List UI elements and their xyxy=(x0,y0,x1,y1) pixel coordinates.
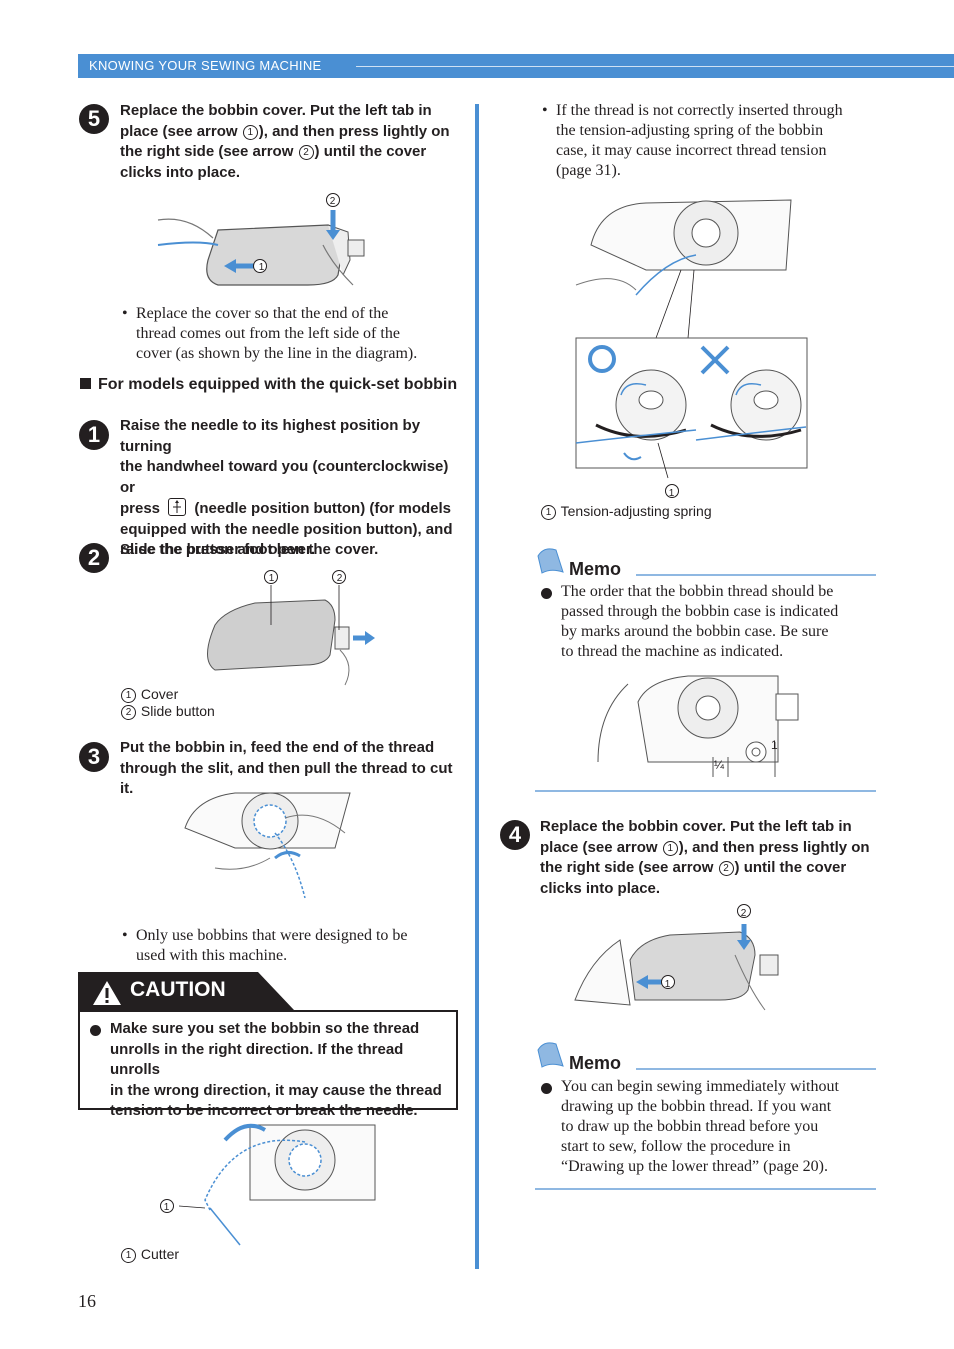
bullet-dot: • xyxy=(542,102,548,119)
memo-icon xyxy=(537,548,564,574)
memo-1-title: Memo xyxy=(569,559,622,579)
fig4-marker-2: 2 xyxy=(740,908,747,919)
tension-legend: 1 Tension-adjusting spring xyxy=(540,503,712,520)
column-divider xyxy=(475,104,479,1269)
cutter-figure xyxy=(160,1123,376,1246)
memo-icon xyxy=(537,1042,564,1068)
memo-2-bottom-rule xyxy=(535,1188,876,1190)
memo-2-rule xyxy=(636,1068,876,1070)
step-4-number: 4 xyxy=(500,820,530,850)
fig2-marker-1: 1 xyxy=(268,573,275,584)
replace-cover-figure xyxy=(574,904,779,1011)
square-bullet-icon xyxy=(80,378,91,389)
step-2-legend: 1 Cover 2 Slide button xyxy=(120,686,215,720)
memo-1-text: The order that the bobbin thread should … xyxy=(561,583,839,660)
page-number: 16 xyxy=(78,1291,96,1311)
quickset-heading: For models equipped with the quick-set b… xyxy=(80,376,457,394)
bobbin-cover-figure xyxy=(157,193,365,286)
bullet-dot: • xyxy=(122,305,128,322)
bullet-dot xyxy=(541,586,552,604)
step-3-instruction: Put the bobbin in, feed the end of the t… xyxy=(120,739,453,797)
memo-2-title: Memo xyxy=(569,1053,622,1073)
memo-2-text: You can begin sewing immediately without… xyxy=(561,1078,839,1175)
step-5-note: Replace the cover so that the end of the… xyxy=(136,305,418,362)
memo-1-rule xyxy=(636,574,876,576)
tension-note: If the thread is not correctly inserted … xyxy=(556,102,843,179)
open-cover-figure xyxy=(207,570,375,686)
bullet-dot xyxy=(90,1023,101,1041)
bullet-dot: • xyxy=(122,927,128,944)
step-1-number: 1 xyxy=(79,420,109,450)
fig4-marker-1: 1 xyxy=(664,979,671,990)
fig5-marker-2: 2 xyxy=(329,196,336,207)
needle-position-button-icon xyxy=(168,498,187,516)
insert-bobbin-figure xyxy=(184,792,351,899)
caution-title: CAUTION xyxy=(130,978,226,1001)
cutter-legend: 1 Cutter xyxy=(120,1246,179,1263)
caution-text: Make sure you set the bobbin so the thre… xyxy=(110,1020,442,1119)
bullet-dot xyxy=(541,1081,552,1099)
caution-box xyxy=(78,1010,458,1110)
step-3-number: 3 xyxy=(79,742,109,772)
mark-quarter: ¼ xyxy=(714,758,725,772)
step-2-number: 2 xyxy=(79,543,109,573)
tension-marker-1: 1 xyxy=(668,488,675,499)
cutter-marker-1: 1 xyxy=(163,1202,170,1213)
step-1-instruction: Raise the needle to its highest position… xyxy=(120,417,453,558)
header-rule xyxy=(356,66,954,67)
fig2-marker-2: 2 xyxy=(336,573,343,584)
correct-mark-icon xyxy=(588,345,616,373)
mark-one: 1 xyxy=(771,738,778,752)
tension-spring-figure xyxy=(575,199,808,498)
warning-icon xyxy=(93,981,121,1005)
section-title: KNOWING YOUR SEWING MACHINE xyxy=(89,58,322,73)
step-3-note: Only use bobbins that were designed to b… xyxy=(136,927,408,964)
step-5-instruction: Replace the bobbin cover. Put the left t… xyxy=(120,102,450,181)
bobbin-case-marks-figure xyxy=(597,675,799,777)
step-5-number: 5 xyxy=(79,104,109,134)
memo-1-bottom-rule xyxy=(535,790,876,792)
step-4-instruction: Replace the bobbin cover. Put the left t… xyxy=(540,818,870,897)
fig5-marker-1: 1 xyxy=(258,262,265,273)
step-2-instruction: Slide the button and open the cover. xyxy=(120,541,379,558)
